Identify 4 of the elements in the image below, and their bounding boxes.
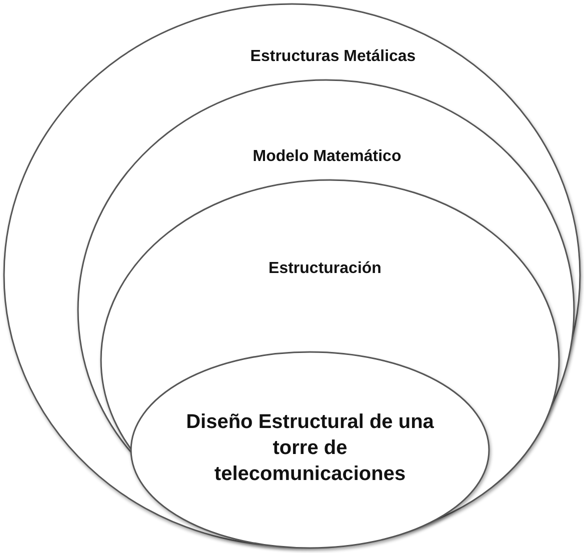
oval-label: Estructuración (268, 259, 382, 279)
oval-label: Modelo Matemático (252, 147, 402, 167)
oval-label: Diseño Estructural de una torre de telecomunicaciones (185, 410, 435, 487)
oval-label: Estructuras Metálicas (249, 47, 417, 67)
